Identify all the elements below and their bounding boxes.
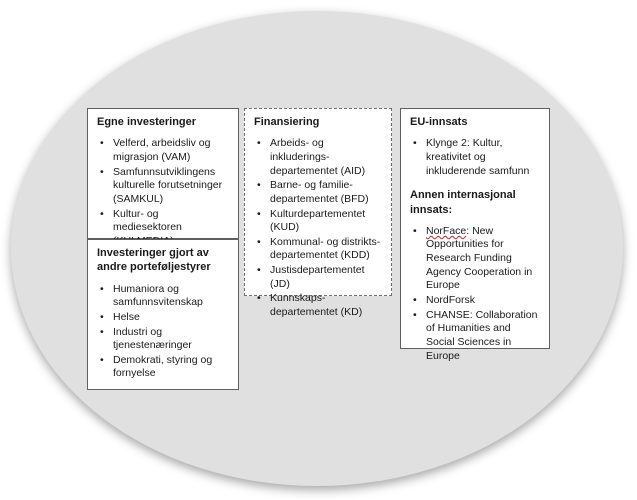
andre-portefoljestyrer-list: Humaniora og samfunnsvitenskap Helse Ind… [97,283,230,381]
list-item: Kulturdepartementet (KUD) [254,208,383,235]
list-item: Industri og tjenestenæringer [97,326,230,353]
list-item: Demokrati, styring og fornyelse [97,354,230,381]
finansiering-list: Arbeids- og inkluderings-departementet (… [254,137,383,319]
norface-name: NorFace [426,224,467,237]
eu-innsats-list: Klynge 2: Kultur, kreativitet og inklude… [410,137,541,178]
list-item: Justisdepartementet (JD) [254,264,383,291]
finansiering-box: Finansiering Arbeids- og inkluderings-de… [244,108,392,318]
list-item: Velferd, arbeidsliv og migrasjon (VAM) [97,137,230,164]
list-item: Humaniora og samfunnsvitenskap [97,283,230,310]
list-item: Klynge 2: Kultur, kreativitet og inklude… [410,137,541,178]
list-item: Helse [97,311,230,325]
annen-internasjonal-list: NorFace: New Opportunities for Research … [410,225,541,363]
norface-description: : New Opportunities for Research Funding… [426,224,533,292]
list-item: CHANSE: Collaboration of Humanities and … [410,309,541,364]
list-item: Arbeids- og inkluderings-departementet (… [254,137,383,178]
eu-innsats-title: EU-innsats [410,116,468,128]
list-item: NordForsk [410,294,541,308]
finansiering-title: Finansiering [254,116,320,128]
eu-innsats-box: EU-innsats Klynge 2: Kultur, kreativitet… [400,108,550,362]
list-item: NorFace: New Opportunities for Research … [410,225,541,293]
egne-investeringer-list: Velferd, arbeidsliv og migrasjon (VAM) S… [97,137,230,248]
list-item: Samfunnsutviklingens kulturelle forutset… [97,166,230,207]
egne-investeringer-box: Egne investeringer Velferd, arbeidsliv o… [87,108,239,247]
list-item: Kunnskaps-departementet (KD) [254,292,383,319]
list-item: Barne- og familie-departementet (BFD) [254,179,383,206]
andre-portefoljestyrer-box: Investeringer gjort av andre porteføljes… [87,239,239,390]
andre-portefoljestyrer-title: Investeringer gjort av andre porteføljes… [97,247,211,274]
egne-investeringer-title: Egne investeringer [97,116,197,128]
annen-internasjonal-title: Annen internasjonal innsats: [410,189,516,216]
list-item: Kommunal- og distrikts-departementet (KD… [254,236,383,263]
